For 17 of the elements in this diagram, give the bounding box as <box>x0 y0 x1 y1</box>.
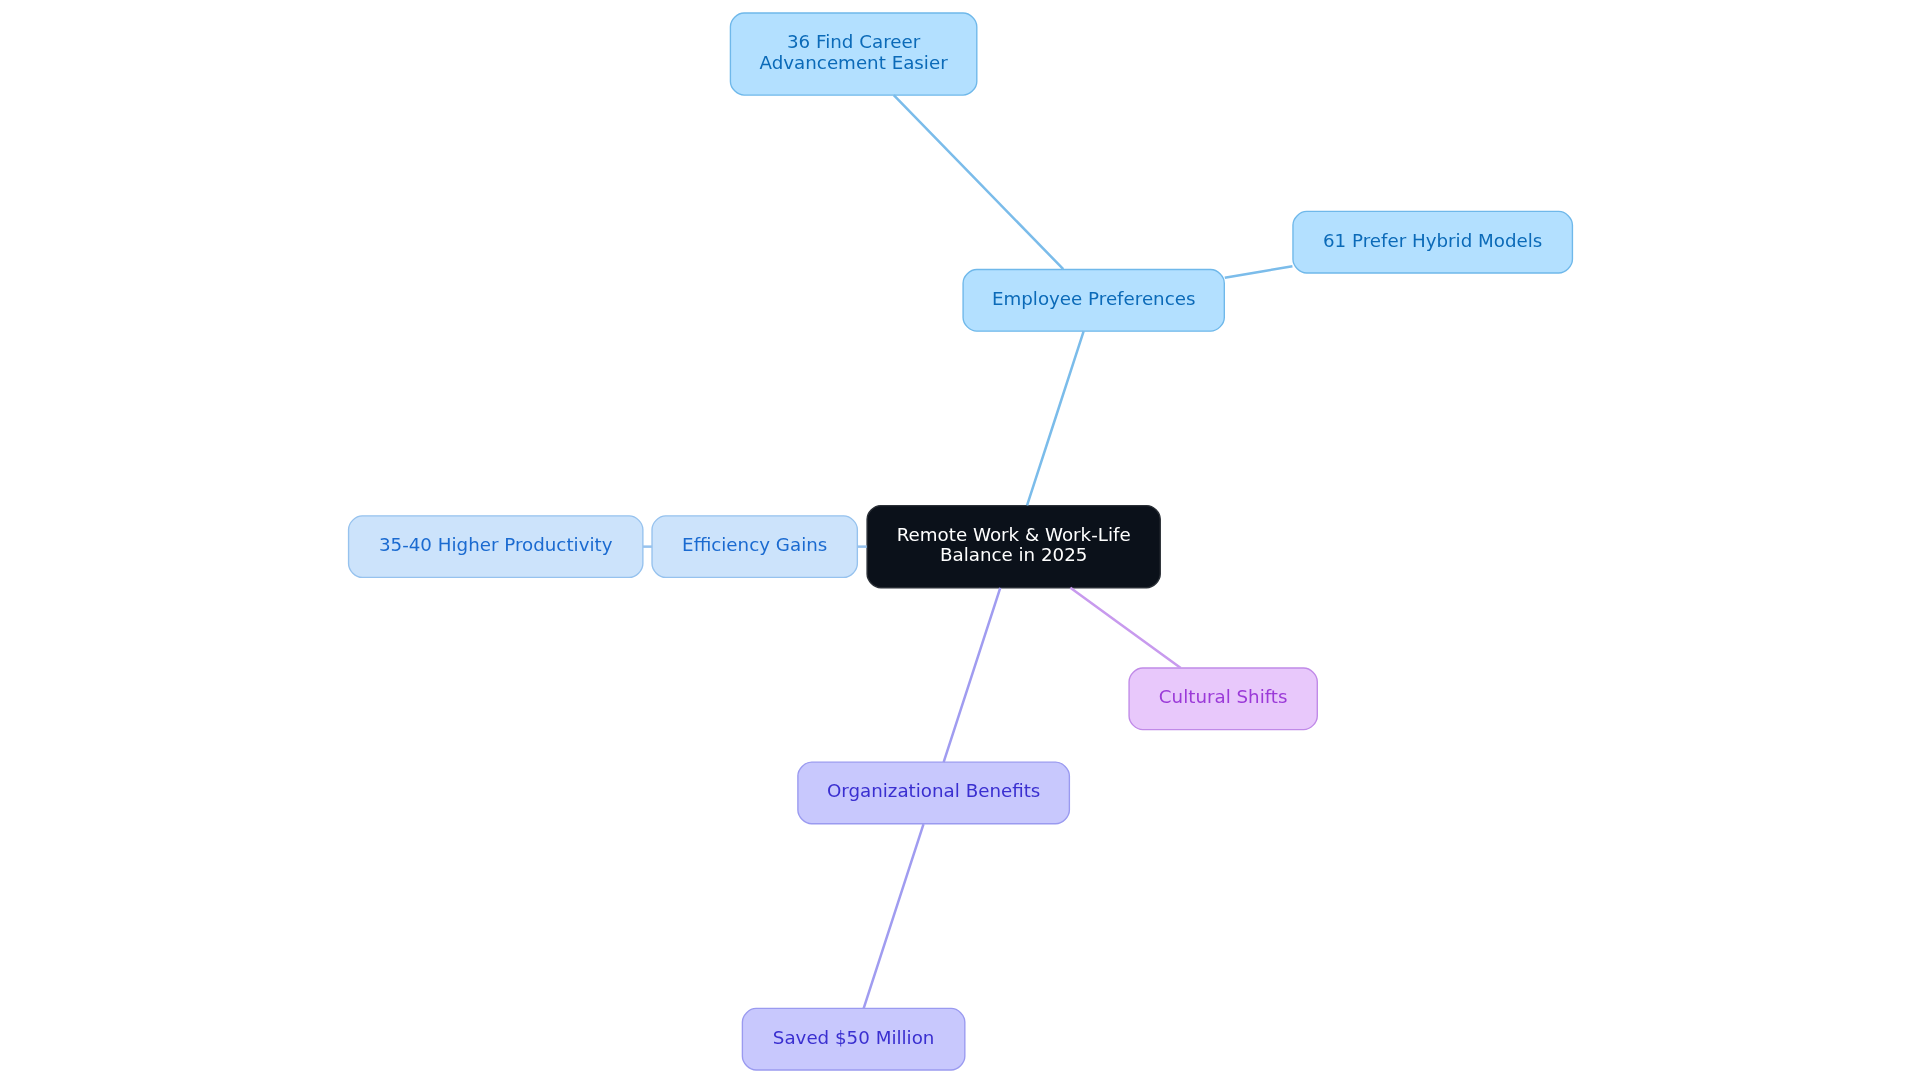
node-box: 35-40 Higher Productivity <box>347 515 644 579</box>
connector <box>857 545 867 548</box>
connector <box>1069 586 1181 670</box>
node-box: Efficiency Gains <box>650 515 858 579</box>
node-box: 61 Prefer Hybrid Models <box>1291 210 1573 274</box>
connector <box>1224 265 1293 280</box>
connector <box>1025 330 1085 506</box>
node-box: Organizational Benefits <box>796 761 1070 825</box>
connector <box>892 94 1064 270</box>
node-box: Saved $50 Million <box>741 1007 965 1071</box>
connector <box>861 823 925 1009</box>
node-box: Employee Preferences <box>961 268 1225 332</box>
node-box: Remote Work & Work-Life Balance in 2025 <box>865 504 1161 589</box>
node-box: Cultural Shifts <box>1127 667 1318 731</box>
node-box: 36 Find Career Advancement Easier <box>729 12 977 96</box>
connector <box>642 545 652 548</box>
connector <box>941 587 1001 763</box>
